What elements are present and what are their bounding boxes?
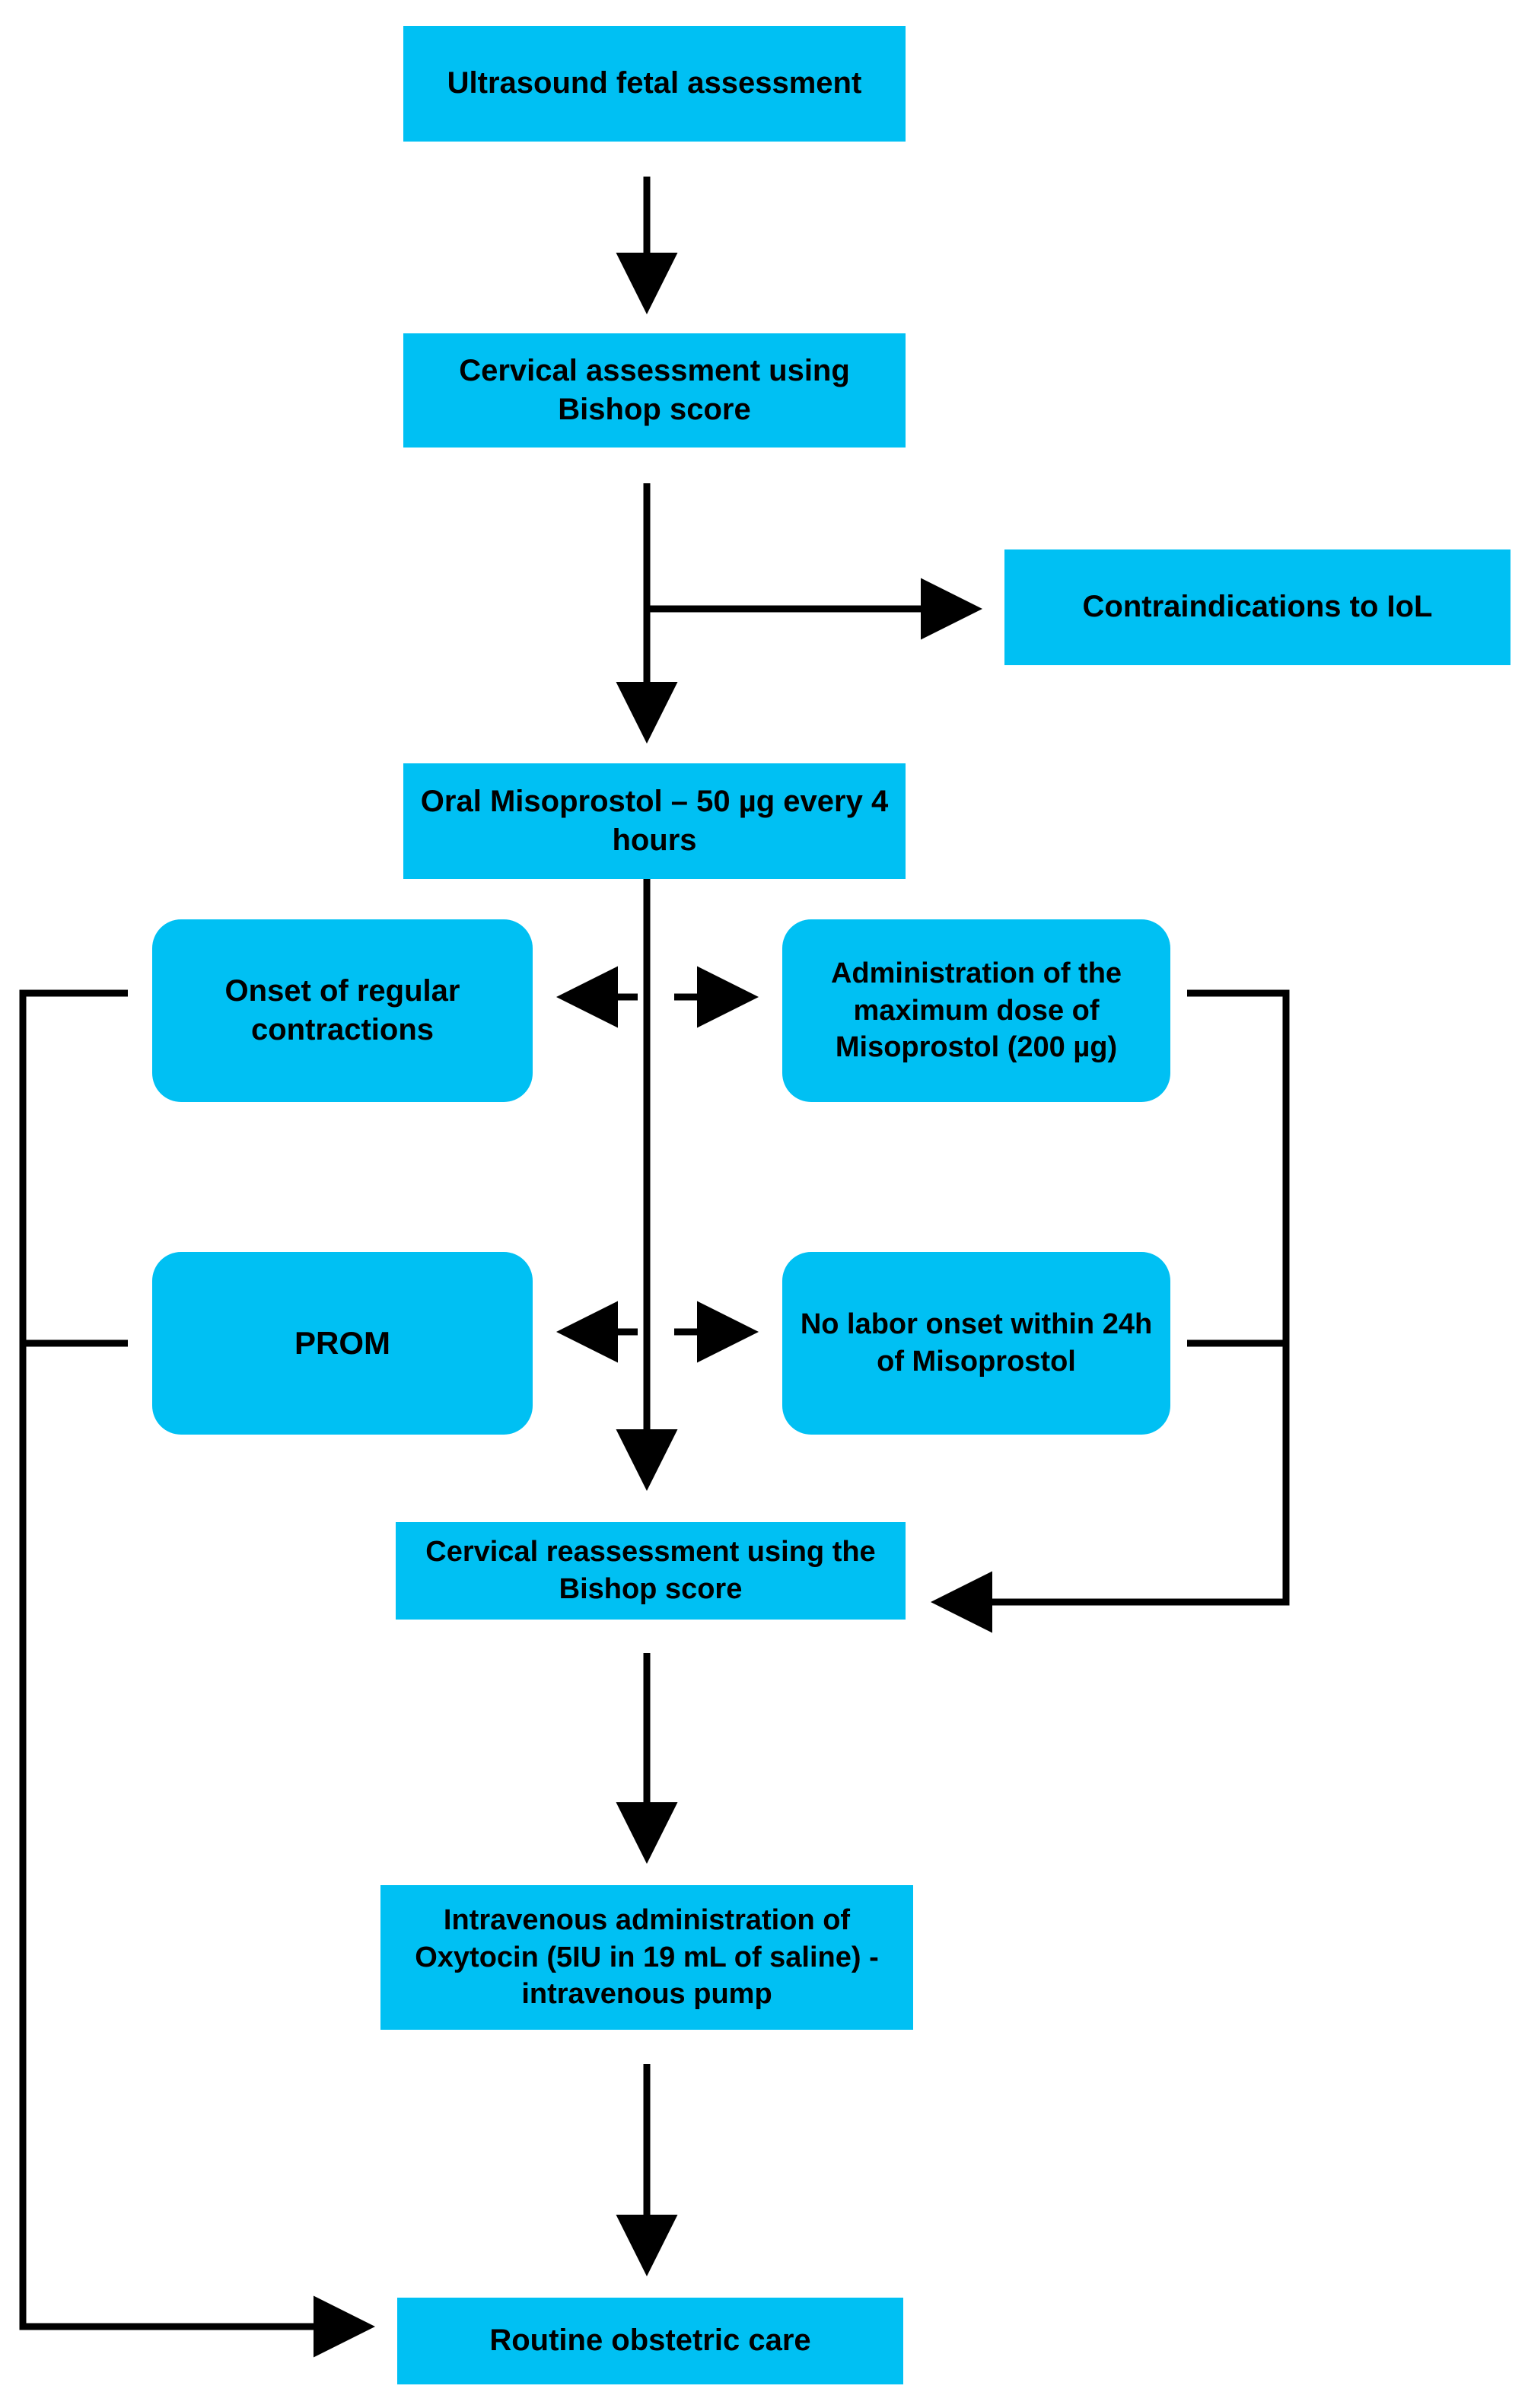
node-onset-contractions[interactable]: Onset of regular contractions (152, 919, 533, 1102)
node-oral-misoprostol-label: Oral Misoprostol – 50 µg every 4 hours (420, 784, 889, 857)
node-onset-contractions-label: Onset of regular contractions (224, 973, 460, 1046)
node-no-labor-onset-label: No labor onset within 24h of Misoprostol (800, 1308, 1153, 1378)
node-cervical-assessment-label: Cervical assessment using Bishop score (459, 353, 850, 426)
node-no-labor-onset[interactable]: No labor onset within 24h of Misoprostol (782, 1252, 1170, 1435)
node-contraindications-label: Contraindications to IoL (1082, 590, 1433, 624)
node-max-dose-label: Administration of the maximum dose of Mi… (830, 957, 1122, 1064)
node-max-dose[interactable]: Administration of the maximum dose of Mi… (782, 919, 1170, 1102)
node-ultrasound[interactable]: Ultrasound fetal assessment (403, 26, 906, 142)
node-routine-care[interactable]: Routine obstetric care (397, 2298, 903, 2384)
edge-left-feedback-to-routine (19, 989, 375, 2358)
node-cervical-reassessment[interactable]: Cervical reassessment using the Bishop s… (396, 1522, 906, 1620)
node-oxytocin-label: Intravenous administration of Oxytocin (… (415, 1904, 879, 2011)
node-ultrasound-label: Ultrasound fetal assessment (447, 66, 862, 100)
node-contraindications[interactable]: Contraindications to IoL (1004, 549, 1510, 665)
node-prom-label: PROM (294, 1325, 390, 1362)
node-routine-care-label: Routine obstetric care (489, 2324, 811, 2358)
node-oxytocin[interactable]: Intravenous administration of Oxytocin (… (380, 1885, 913, 2030)
node-cervical-assessment[interactable]: Cervical assessment using Bishop score (403, 333, 906, 448)
node-oral-misoprostol[interactable]: Oral Misoprostol – 50 µg every 4 hours (403, 763, 906, 879)
node-prom[interactable]: PROM (152, 1252, 533, 1435)
node-cervical-reassessment-label: Cervical reassessment using the Bishop s… (425, 1536, 876, 1605)
